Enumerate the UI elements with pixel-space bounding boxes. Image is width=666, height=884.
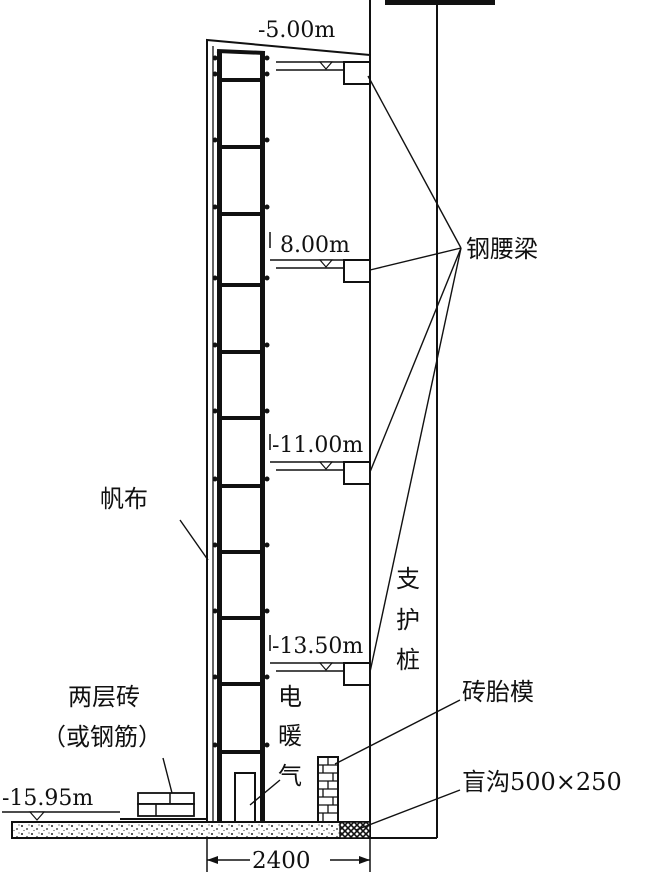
canvas-label: 帆布: [100, 485, 148, 513]
support-pile: [369, 0, 438, 839]
level-label: -5.00m: [258, 18, 335, 43]
level-marker-bottom: -15.95m: [2, 786, 120, 821]
level-label: -15.95m: [2, 786, 93, 811]
electric-heater-label-3: 气: [278, 762, 302, 790]
top-cap: [385, 0, 495, 5]
level-marker-2: 8.00m: [269, 232, 350, 269]
scaffold-rungs: [217, 78, 265, 754]
support-pile-label-3: 桩: [396, 646, 420, 674]
level-label: -11.00m: [272, 433, 363, 458]
gravel-base: [11, 821, 371, 839]
or-rebar-label: （或钢筋）: [42, 723, 162, 751]
electric-heater-label-1: 电: [278, 683, 302, 711]
level-marker-4: -13.50m: [269, 634, 363, 672]
level-marker-1: -5.00m: [258, 18, 344, 71]
steel-waist-beams: [343, 61, 371, 686]
double-brick-label: 两层砖: [68, 683, 140, 711]
steel-waist-beam-label: 钢腰梁: [466, 235, 538, 263]
electric-heater: [234, 772, 256, 823]
level-label: -13.50m: [272, 634, 363, 659]
dimension-label: 2400: [252, 848, 311, 874]
blind-ditch: [339, 821, 371, 839]
support-pile-label-2: 护: [396, 606, 420, 634]
scaffold-joints: [212, 55, 270, 748]
electric-heater-label-2: 暖: [278, 722, 302, 750]
blind-ditch-label: 盲沟500×250: [462, 768, 622, 796]
support-pile-label-1: 支: [396, 565, 420, 593]
canvas-sheet: [206, 38, 371, 822]
leader-lines: [162, 75, 462, 831]
level-marker-3: -11.00m: [269, 433, 363, 471]
brick-mold: [317, 756, 339, 823]
brick-mold-label: 砖胎模: [462, 678, 534, 706]
dimension-2400: 2400: [206, 838, 371, 874]
level-label: 8.00m: [280, 233, 350, 258]
scaffold-frame: [212, 49, 270, 822]
double-brick-layer: [120, 792, 207, 820]
